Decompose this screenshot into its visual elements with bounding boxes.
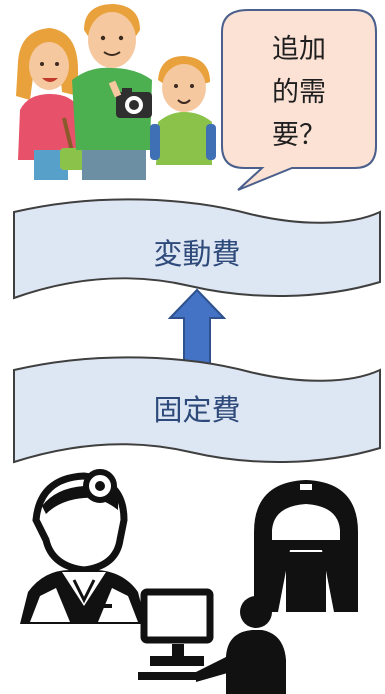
fixed-cost-label: 固定費 [153,393,240,427]
variable-cost-banner: 変動費 [13,198,381,300]
speech-bubble: 追加 的需 要？ [221,9,377,191]
bubble-line-1: 追加 [272,34,326,65]
computer-operator-icon [138,588,286,694]
bubble-line-3: 要？ [272,120,326,151]
mri-scanner-icon [254,480,358,612]
camera-icon [116,88,152,118]
up-arrow-icon [167,288,227,367]
bubble-line-2: 的需 [272,77,326,108]
family-tourists-icon [16,4,216,180]
doctor-icon [20,469,146,624]
variable-cost-label: 変動費 [153,237,240,271]
fixed-cost-banner: 固定費 [13,356,381,464]
